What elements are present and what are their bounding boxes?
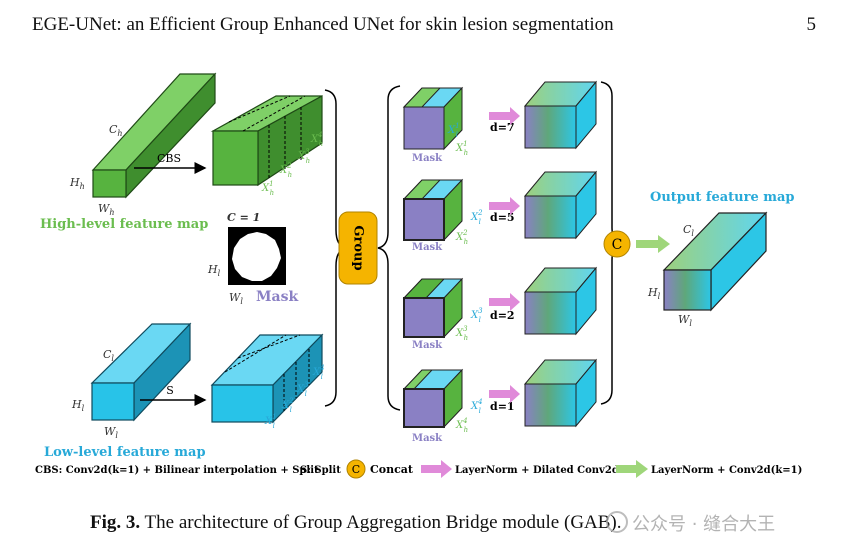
branch-3-dilation: d=2 <box>490 309 515 322</box>
caption-prefix: Fig. 3. <box>90 512 141 533</box>
branch-2-dilation: d=5 <box>490 211 515 224</box>
mask-image <box>228 227 286 285</box>
out-dim-hl: Hl <box>647 286 661 301</box>
mask-channel-label: C = 1 <box>227 211 260 224</box>
high-level-split-block <box>210 94 323 187</box>
low-level-feature-map <box>90 322 192 422</box>
mask-dim-h: Hl <box>207 263 221 278</box>
legend-ln-dilated: LayerNorm + Dilated Conv2d <box>455 465 619 476</box>
branch-2-dilated-conv-arrow <box>489 197 520 215</box>
legend: CBS: Conv2d(k=1) + Bilinear interpolatio… <box>35 459 802 479</box>
branch-3-mask-label: Mask <box>412 340 443 351</box>
running-header-title: EGE-UNet: an Efficient Group Enhanced UN… <box>32 14 614 35</box>
legend-concat-icon <box>346 459 366 479</box>
output-feature-map <box>662 211 768 312</box>
legend-split: S: Split <box>300 465 341 476</box>
s-arrow-label: S <box>166 384 174 397</box>
concat-circle <box>603 230 631 258</box>
branch-3-dilated-conv-arrow <box>489 293 520 311</box>
high-level-feature-map <box>91 72 217 199</box>
branch-4-dilation: d=1 <box>490 400 515 413</box>
legend-conv-arrow-icon <box>616 460 648 478</box>
dim-ch: Ch <box>109 123 123 138</box>
branch-2-mask-label: Mask <box>412 242 443 253</box>
branch-1-dilation: d=7 <box>490 121 515 134</box>
legend-concat: Concat <box>370 463 414 476</box>
branch-1-output-cube <box>523 80 598 150</box>
group-operation-box: Group <box>338 211 378 285</box>
branch-4-output-cube <box>523 358 598 428</box>
branch-4-mask-label: Mask <box>412 433 443 444</box>
output-label: Output feature map <box>650 190 795 205</box>
branch-1-mask-label: Mask <box>412 153 443 164</box>
out-dim-wl: Wl <box>678 313 692 328</box>
watermark-text: 公众号 · 缝合大王 <box>632 514 776 535</box>
figure-caption: Fig. 3. The architecture of Group Aggreg… <box>90 512 622 534</box>
group-label: Group <box>351 225 366 270</box>
low-level-label: Low-level feature map <box>44 445 206 460</box>
legend-dilated-arrow-icon <box>421 460 452 478</box>
high-level-label: High-level feature map <box>40 217 208 232</box>
cbs-arrow-label: CBS <box>157 152 181 165</box>
branch-4-cube <box>402 368 464 429</box>
concat-symbol: C <box>612 237 623 253</box>
wechat-icon <box>606 511 628 533</box>
dim-hl: Hl <box>71 398 85 413</box>
branch-1-cube <box>402 86 464 151</box>
watermark: 公众号 · 缝合大王 <box>606 510 775 536</box>
dim-wh: Wh <box>98 202 114 217</box>
legend-cbs: CBS: Conv2d(k=1) + Bilinear interpolatio… <box>35 465 319 476</box>
mask-dim-w: Wl <box>229 291 243 306</box>
branch-2-output-cube <box>523 170 598 240</box>
branch-3-cube <box>402 277 464 339</box>
dim-cl: Cl <box>103 348 114 363</box>
branch-brace <box>377 85 401 411</box>
branch-1-dilated-conv-arrow <box>489 107 520 125</box>
branch-4-dilated-conv-arrow <box>489 385 520 403</box>
legend-concat-symbol: C <box>352 463 360 476</box>
branch-3-output-cube <box>523 266 598 336</box>
page-number: 5 <box>806 14 817 35</box>
low-level-split-block <box>210 333 324 424</box>
dim-wl: Wl <box>104 425 118 440</box>
legend-ln-conv: LayerNorm + Conv2d(k=1) <box>651 465 802 476</box>
branch-2-cube <box>402 178 464 242</box>
mask-label: Mask <box>256 289 298 305</box>
dim-hh: Hh <box>69 176 85 191</box>
caption-text: The architecture of Group Aggregation Br… <box>140 512 622 533</box>
out-dim-cl: Cl <box>683 223 694 238</box>
conv1x1-arrow <box>636 235 670 253</box>
